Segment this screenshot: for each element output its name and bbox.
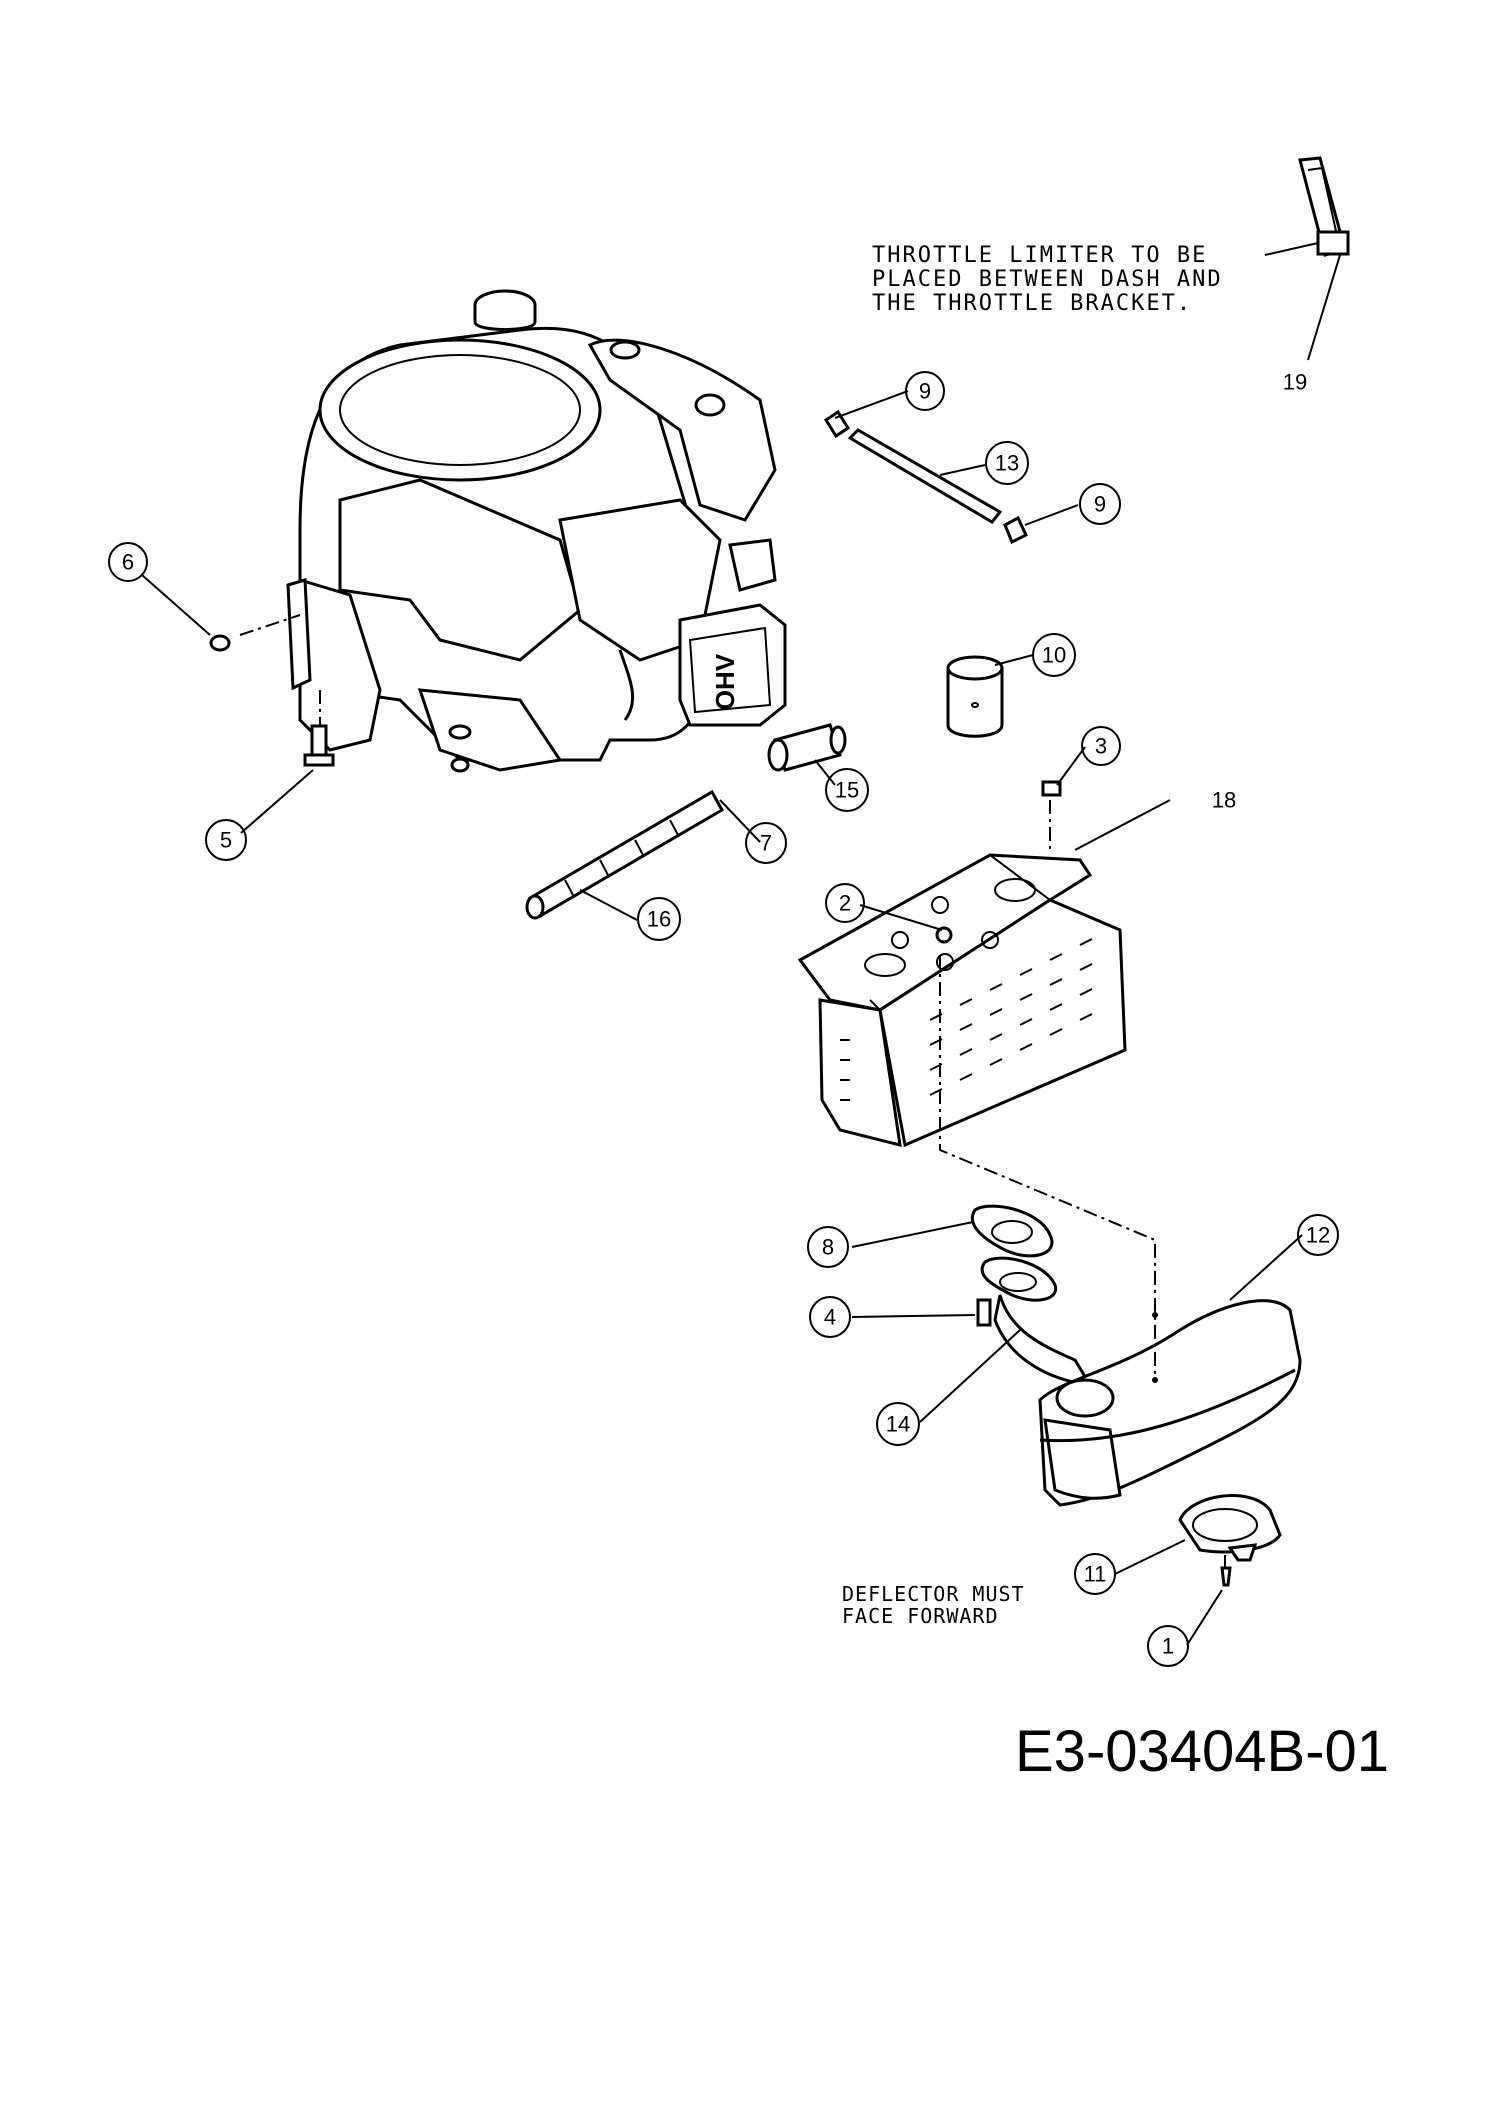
callout-1: 1	[1147, 1625, 1189, 1667]
svg-text:9: 9	[919, 379, 931, 404]
svg-text:15: 15	[835, 778, 859, 803]
svg-text:5: 5	[220, 828, 232, 853]
svg-text:1: 1	[1162, 1634, 1174, 1659]
fastener-screw-1	[1220, 1566, 1232, 1587]
callout-12: 11	[1074, 1553, 1116, 1595]
callout-7: 7	[745, 822, 787, 864]
bolt-4	[976, 1298, 992, 1327]
callout-4: 4	[809, 1296, 851, 1338]
exhaust-gasket-8	[970, 1204, 1054, 1258]
callout-13: 12	[1297, 1214, 1339, 1256]
callout-16: 16	[637, 897, 681, 941]
engine-illustration: OHV	[286, 289, 787, 773]
svg-text:7: 7	[760, 831, 772, 856]
ohv-label: OHV	[710, 653, 740, 710]
muffler-13	[1038, 1299, 1302, 1507]
rod-assembly-11	[823, 409, 1028, 545]
callout-19: 19	[1283, 370, 1307, 395]
svg-text:18: 18	[1212, 788, 1236, 813]
svg-text:14: 14	[886, 1412, 910, 1437]
assembly-center-lines	[239, 614, 1226, 1568]
callout-11: 13	[985, 441, 1029, 485]
svg-text:19: 19	[1283, 370, 1307, 395]
fastener-bolt-5	[303, 724, 335, 767]
leader-lines	[141, 390, 1303, 1646]
svg-text:2: 2	[839, 891, 851, 916]
svg-text:4: 4	[824, 1305, 836, 1330]
drain-hose-16	[525, 789, 725, 920]
deflector-note: DEFLECTOR MUST FACE FORWARD	[842, 1582, 1025, 1628]
oil-filter-10	[946, 655, 1004, 738]
throttle-limiter-part	[1264, 156, 1350, 361]
svg-text:11: 11	[1084, 1562, 1107, 1587]
callout-9-bottom: 9	[1079, 483, 1121, 525]
svg-text:13: 13	[995, 451, 1019, 476]
svg-text:12: 12	[1306, 1223, 1330, 1248]
svg-text:3: 3	[1095, 734, 1107, 759]
svg-text:16: 16	[647, 907, 671, 932]
callout-2: 2	[825, 883, 865, 923]
drawing-number: E3-03404B-01	[1015, 1719, 1390, 1784]
svg-text:6: 6	[122, 550, 134, 575]
fastener-nut-6	[209, 634, 231, 652]
throttle-limiter-note: THROTTLE LIMITER TO BE PLACED BETWEEN DA…	[872, 243, 1223, 316]
callout-9-top: 9	[905, 371, 945, 411]
svg-text:8: 8	[822, 1235, 834, 1260]
callout-14: 14	[876, 1402, 920, 1446]
drain-valve-15	[767, 723, 847, 772]
callout-15: 15	[825, 768, 869, 812]
callout-3: 3	[1081, 726, 1121, 766]
fastener-bolt-3	[1041, 780, 1062, 797]
svg-text:10: 10	[1042, 643, 1066, 668]
deflector-12	[1178, 1494, 1282, 1562]
exhaust-flange-14	[980, 1256, 1093, 1387]
callout-5: 5	[205, 819, 247, 861]
fastener-bolt-2	[935, 926, 953, 944]
callout-8: 8	[807, 1226, 849, 1268]
callout-18: 18	[1212, 788, 1236, 813]
svg-text:9: 9	[1094, 492, 1106, 517]
callout-10: 10	[1032, 633, 1076, 677]
callout-6: 6	[108, 542, 148, 582]
